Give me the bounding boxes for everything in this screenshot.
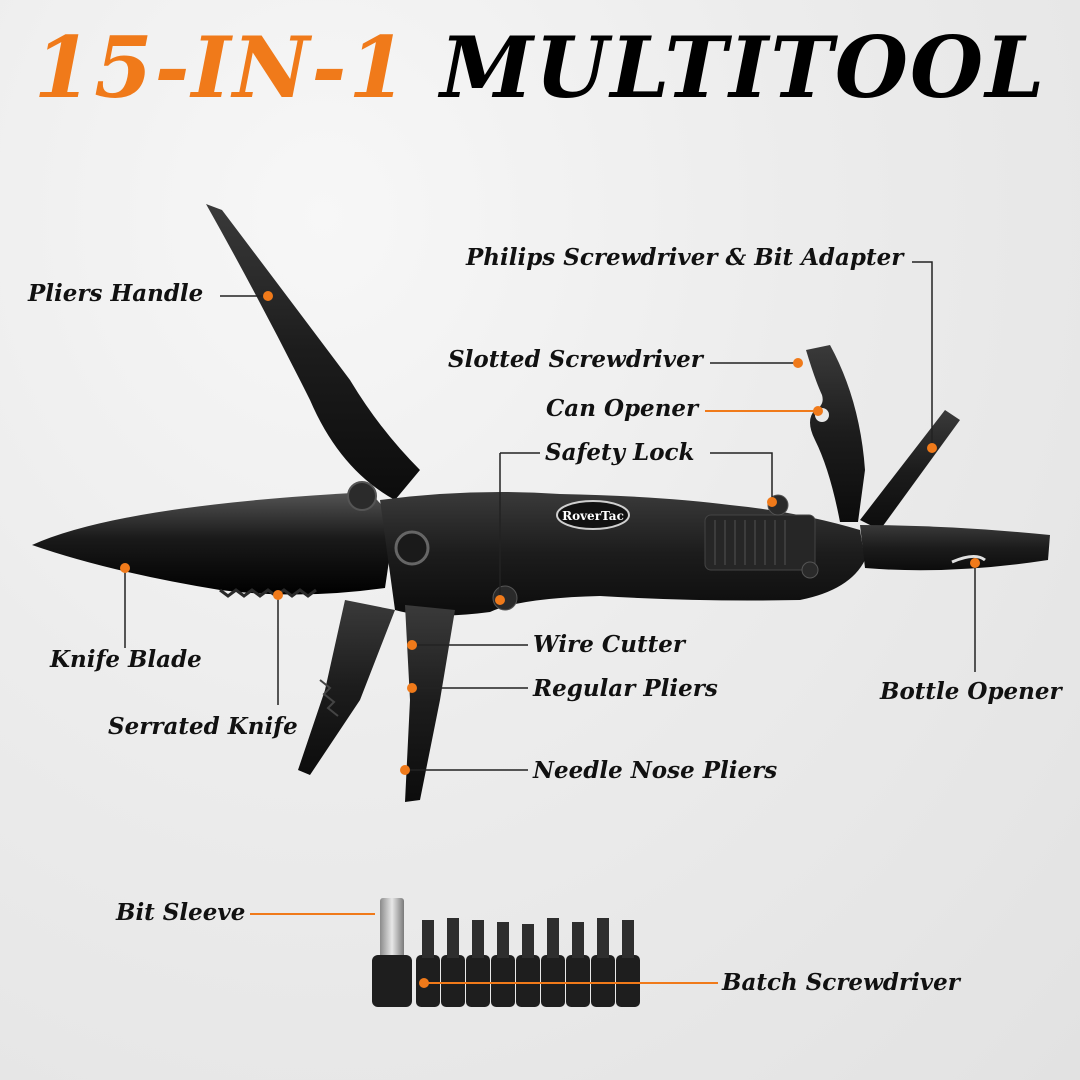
- label-pliers-handle: Pliers Handle: [28, 280, 204, 307]
- label-regular-pliers: Regular Pliers: [533, 675, 718, 702]
- label-wire-cutter: Wire Cutter: [533, 631, 685, 658]
- label-serrated-knife: Serrated Knife: [108, 713, 298, 740]
- page-title: 15-IN-1 MULTITOOL: [0, 18, 1080, 117]
- pliers-teeth: [319, 679, 339, 717]
- can-opener-shape: [806, 345, 865, 522]
- pivot-screw: [347, 481, 377, 511]
- brand-plate: [556, 500, 630, 530]
- philips-screwdriver-shape: [860, 410, 960, 530]
- bit-sleeve-shape: [380, 898, 404, 960]
- pliers-jaw-left: [298, 600, 395, 775]
- brand-text: RoverTac: [562, 509, 624, 523]
- callout-dots: [120, 291, 980, 988]
- pliers-jaw-right: [405, 605, 455, 802]
- bottle-opener-slot: [951, 555, 986, 564]
- label-bottle-opener: Bottle Opener: [880, 678, 1062, 705]
- handle-knob: [394, 530, 430, 566]
- title-number: 15-IN-1: [33, 18, 409, 117]
- bit-set: [372, 898, 640, 1007]
- label-bit-sleeve: Bit Sleeve: [116, 899, 246, 926]
- handle-rivet: [801, 561, 819, 579]
- label-safety-lock: Safety Lock: [545, 439, 695, 466]
- label-knife-blade: Knife Blade: [50, 646, 202, 673]
- label-batch-screwdriver: Batch Screwdriver: [722, 969, 960, 996]
- label-can-opener: Can Opener: [546, 395, 699, 422]
- title-word: MULTITOOL: [440, 18, 1047, 117]
- serration-shape: [219, 588, 317, 598]
- bottle-opener-shape: [860, 525, 1050, 571]
- handle-grip-ridges: [704, 514, 816, 571]
- label-slotted-screwdriver: Slotted Screwdriver: [448, 346, 703, 373]
- leader-lines: [124, 261, 976, 771]
- pliers-handle-shape: [206, 204, 420, 500]
- label-needle-nose-pliers: Needle Nose Pliers: [533, 757, 778, 784]
- knife-blade-shape: [32, 492, 395, 595]
- label-philips-screwdriver: Philips Screwdriver & Bit Adapter: [466, 244, 904, 271]
